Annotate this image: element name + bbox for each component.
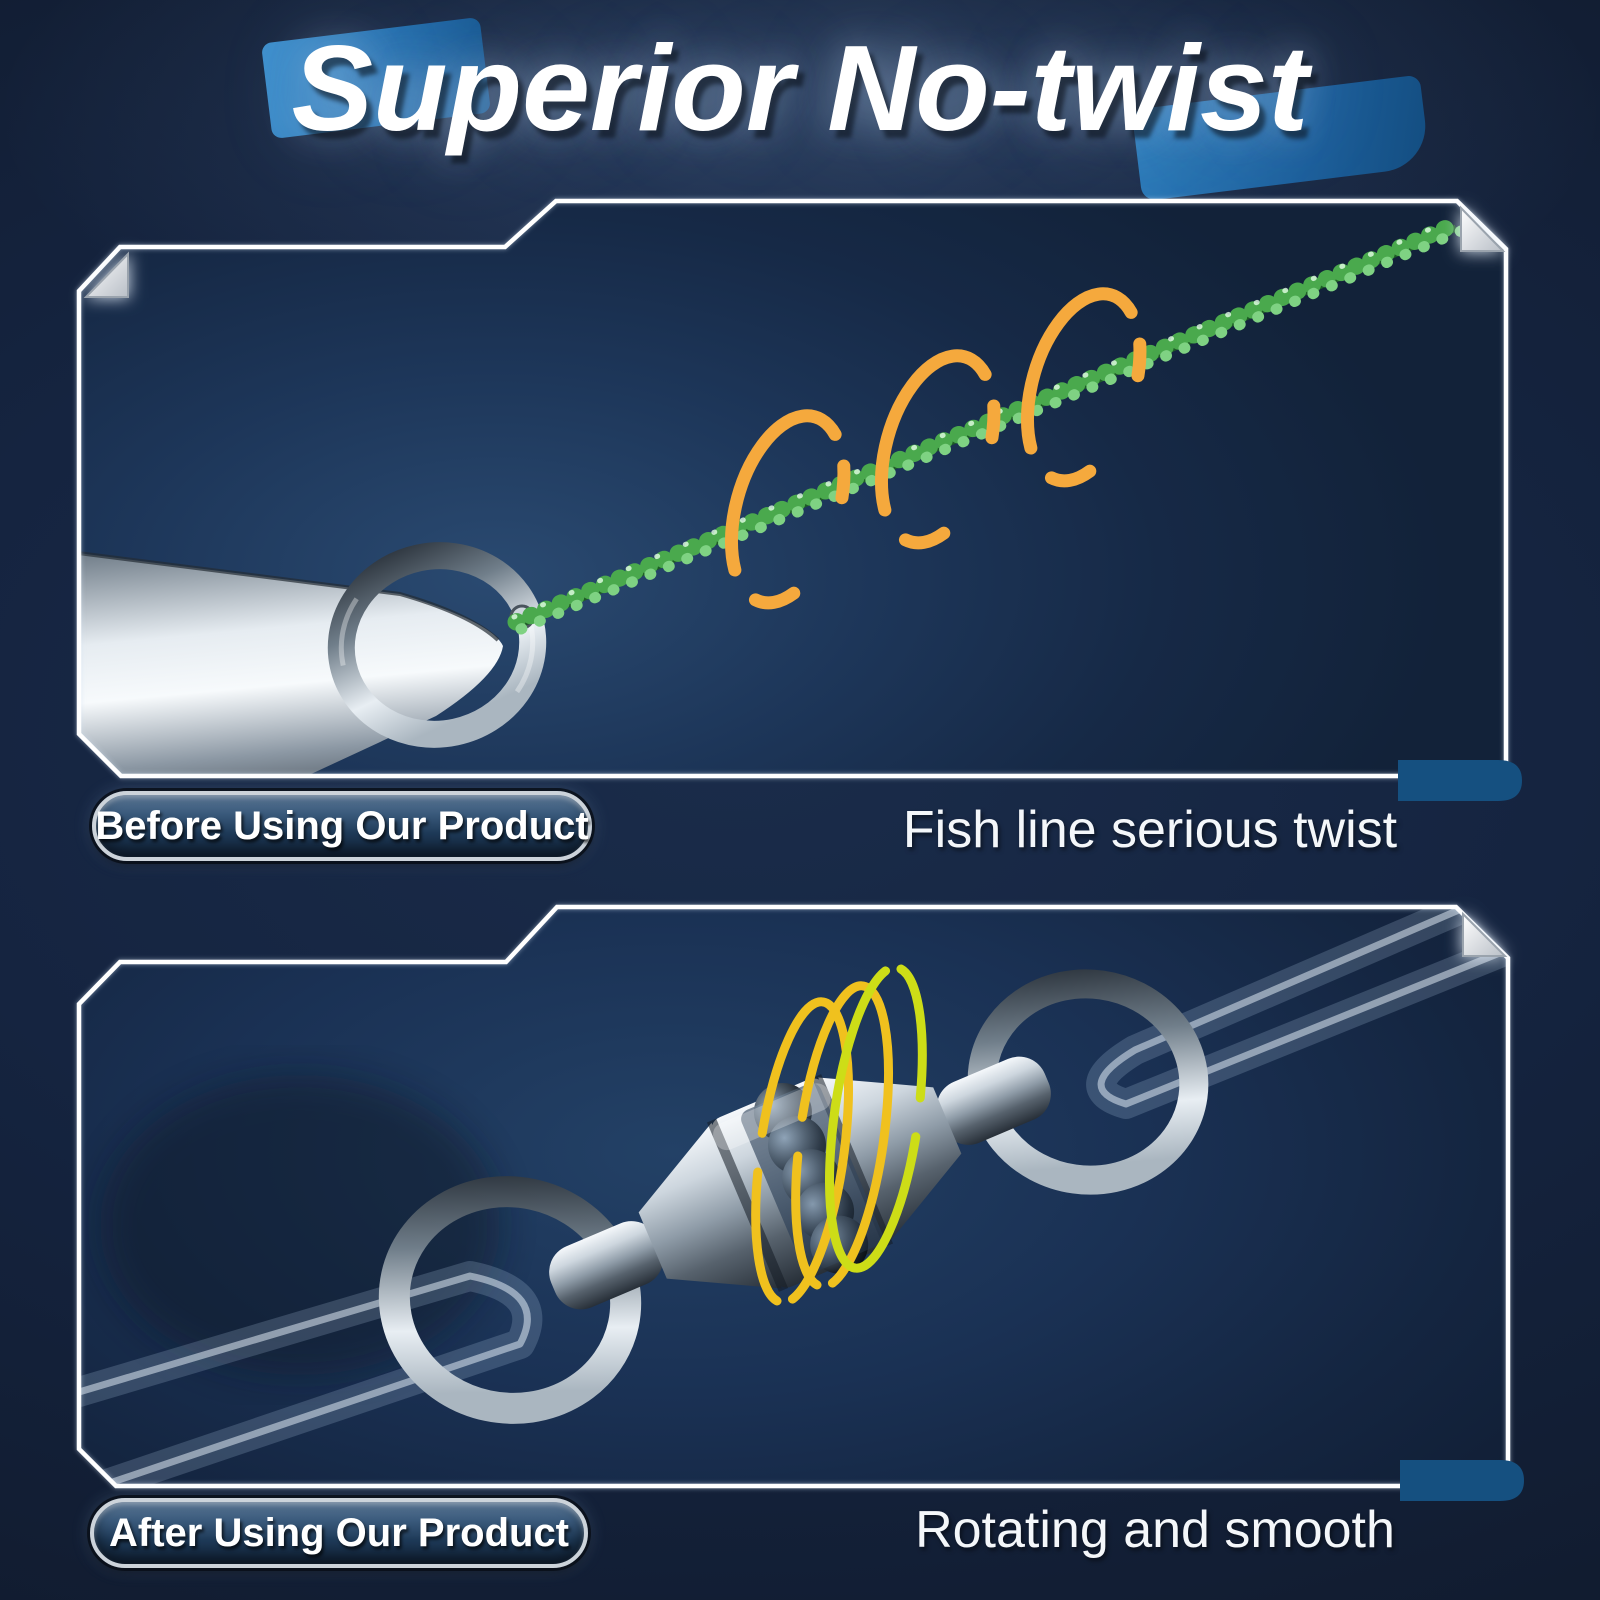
after-panel-frame — [76, 904, 1511, 1489]
before-illustration — [79, 215, 1467, 776]
corner-triangles — [83, 205, 1508, 957]
fishing-line-right — [1086, 907, 1508, 1119]
plier-tip — [79, 550, 503, 776]
panel-accent-tab-top — [1398, 760, 1522, 801]
rotation-arrows-orange — [708, 280, 1165, 627]
rotation-arrow-icon — [1004, 280, 1165, 505]
corner-triangle — [1462, 911, 1508, 957]
after-caption: Rotating and smooth — [915, 1501, 1395, 1559]
swivel-ring-right — [967, 969, 1209, 1195]
panel-accent-tab-bottom — [1400, 1460, 1524, 1501]
after-badge: After Using Our Product — [90, 1498, 588, 1568]
twisted-fishline — [507, 215, 1467, 635]
swivel-ring-left — [378, 1176, 642, 1424]
before-badge-label: Before Using Our Product — [95, 803, 589, 848]
before-caption: Fish line serious twist — [902, 801, 1398, 859]
fishing-line-left — [79, 1261, 543, 1486]
corner-triangle — [1460, 205, 1506, 252]
after-illustration — [79, 907, 1508, 1486]
poster-title: Superior No-twist — [291, 20, 1309, 156]
panel-frames — [76, 198, 1511, 1489]
rotation-arrow-icon — [708, 402, 869, 627]
corner-triangle — [83, 251, 129, 298]
after-badge-label: After Using Our Product — [108, 1510, 570, 1555]
before-panel-frame — [76, 198, 1509, 779]
before-badge: Before Using Our Product — [92, 791, 592, 861]
rotation-arrow-icon — [858, 342, 1019, 567]
